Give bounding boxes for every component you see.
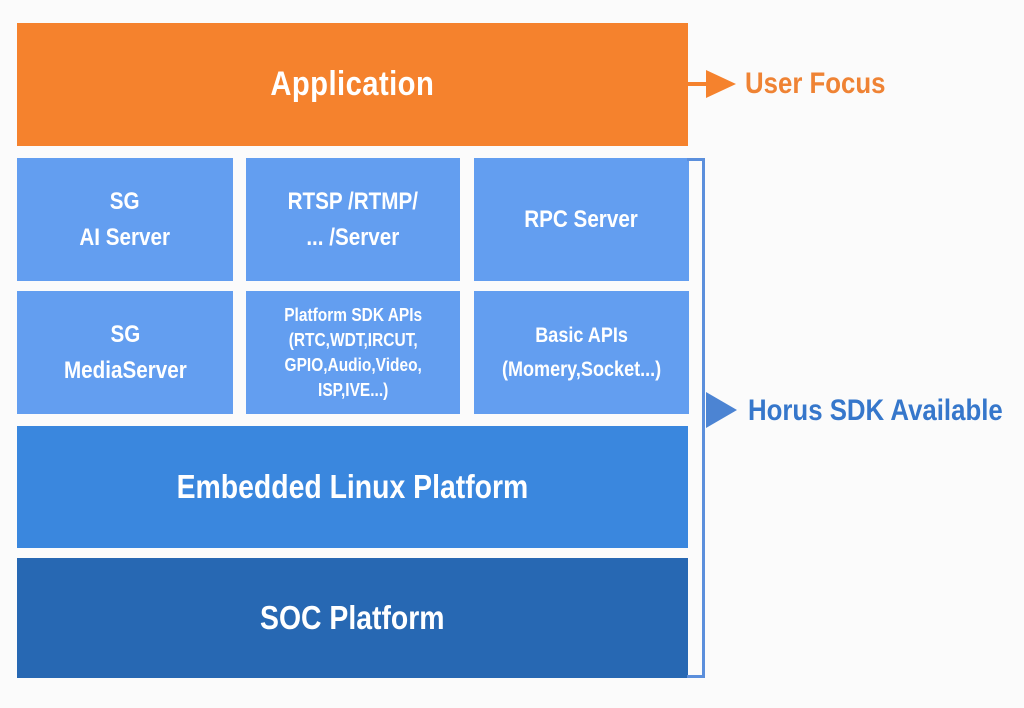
module-block-sg-ai-server: SG AI Server <box>17 158 233 281</box>
user-focus-arrow-icon <box>706 70 736 98</box>
soc-platform-label: SOC Platform <box>260 599 445 636</box>
module-block-sg-mediaserver: SG MediaServer <box>17 291 233 414</box>
horus-sdk-bracket <box>687 158 705 678</box>
module-label-line: AI Server <box>79 223 171 251</box>
module-label-line: (RTC,WDT,IRCUT, <box>288 329 418 350</box>
module-label-line: GPIO,Audio,Video, <box>284 354 422 375</box>
module-block-rtsp-rtmp-server: RTSP /RTMP/ ... /Server <box>246 158 460 281</box>
horus-sdk-arrow-icon <box>706 392 737 428</box>
module-label-line: RTSP /RTMP/ <box>287 187 419 215</box>
module-label-line: SG <box>110 187 140 215</box>
application-block: Application <box>17 23 688 146</box>
module-label-line: RPC Server <box>524 205 639 233</box>
application-label: Application <box>270 65 435 103</box>
module-block-platform-sdk-apis: Platform SDK APIs (RTC,WDT,IRCUT, GPIO,A… <box>246 291 460 414</box>
module-label-line: (Momery,Socket...) <box>501 357 662 381</box>
soc-platform-block: SOC Platform <box>17 558 688 678</box>
module-label-line: MediaServer <box>63 356 187 384</box>
user-focus-label: User Focus <box>745 67 886 100</box>
module-label-line: ISP,IVE...) <box>317 379 389 400</box>
module-label-line: Platform SDK APIs <box>284 304 422 325</box>
module-block-rpc-server: RPC Server <box>474 158 689 281</box>
user-focus-connector-line <box>688 82 709 86</box>
module-label-line: ... /Server <box>306 223 400 251</box>
module-block-basic-apis: Basic APIs (Momery,Socket...) <box>474 291 689 414</box>
module-label-line: SG <box>110 320 140 348</box>
module-label-line: Basic APIs <box>535 323 628 347</box>
horus-sdk-label: Horus SDK Available <box>748 394 1003 427</box>
embedded-linux-platform-block: Embedded Linux Platform <box>17 426 688 548</box>
embedded-linux-platform-label: Embedded Linux Platform <box>176 468 529 505</box>
